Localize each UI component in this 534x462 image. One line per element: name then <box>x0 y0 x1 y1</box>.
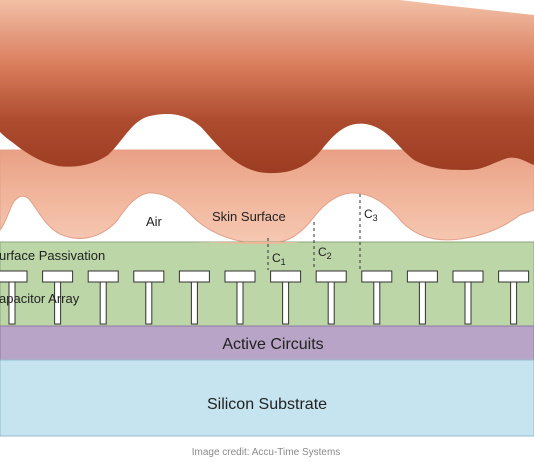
capacitor-plate <box>452 270 484 283</box>
capacitor-stem <box>99 281 107 325</box>
capacitor-plate <box>0 270 28 283</box>
capacitor-stem <box>327 281 335 325</box>
capacitor-stem <box>8 281 16 325</box>
capacitor-stem <box>236 281 244 325</box>
active-circuits-layer <box>0 325 534 361</box>
c3-label: C3 <box>364 207 378 223</box>
capacitor-array-plates <box>0 270 530 325</box>
skin-contact-region <box>190 242 302 244</box>
capacitor-plate <box>42 270 74 283</box>
capacitor-stem <box>54 281 62 325</box>
capacitor-stem <box>464 281 472 325</box>
active-circuits-label: Active Circuits <box>222 336 323 353</box>
tissue-layer <box>0 0 534 174</box>
capacitor-stem <box>373 281 381 325</box>
c1-subscript: 1 <box>281 257 286 267</box>
capacitor-stem <box>145 281 153 325</box>
capacitor-plate <box>315 270 347 283</box>
surface-passivation-label: urface Passivation <box>0 248 105 263</box>
c2-subscript: 2 <box>327 251 332 261</box>
skin-surface-label: Skin Surface <box>212 209 286 224</box>
capacitor-plate <box>87 270 119 283</box>
c2-label: C2 <box>318 245 332 261</box>
capacitor-plate <box>270 270 302 283</box>
capacitor-plate <box>361 270 393 283</box>
c1-label: C1 <box>272 251 286 267</box>
silicon-substrate-label: Silicon Substrate <box>207 396 327 413</box>
capacitor-plate <box>133 270 165 283</box>
capacitor-stem <box>418 281 426 325</box>
capacitor-plate <box>498 270 530 283</box>
c2-letter: C <box>318 245 327 259</box>
capacitor-stem <box>510 281 518 325</box>
capacitor-stem <box>282 281 290 325</box>
c1-letter: C <box>272 251 281 265</box>
capacitor-stem <box>190 281 198 325</box>
silicon-substrate-layer <box>0 359 534 437</box>
image-credit: Image credit: Accu-Time Systems <box>192 447 341 458</box>
capacitor-plate <box>224 270 256 283</box>
c3-subscript: 3 <box>373 213 378 223</box>
capacitor-plate <box>178 270 210 283</box>
c3-letter: C <box>364 207 373 221</box>
capacitor-array-label: apacitor Array <box>0 291 80 306</box>
skin-surface-layer <box>0 149 534 245</box>
air-label: Air <box>146 214 163 229</box>
capacitor-plate <box>406 270 438 283</box>
